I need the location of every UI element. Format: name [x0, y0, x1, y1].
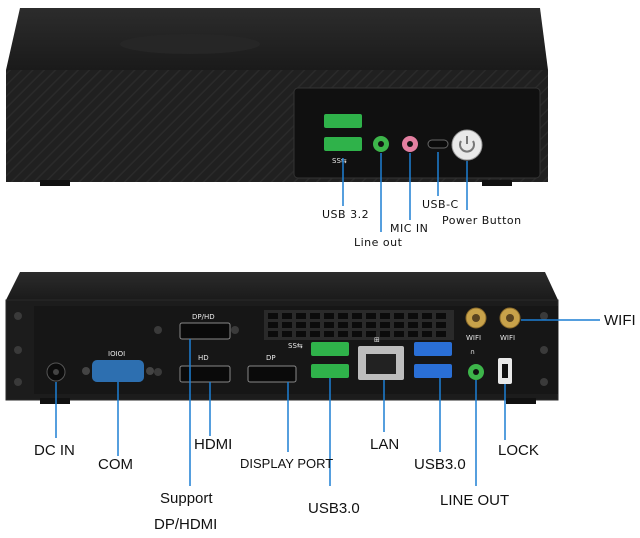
- label-line-out-rear: LINE OUT: [440, 492, 510, 509]
- label-usbc: USB-C: [422, 198, 459, 211]
- vent-slot: [268, 331, 278, 337]
- front-foot-left: [40, 180, 70, 186]
- label-support-line1: Support: [160, 490, 213, 507]
- vent-slot: [366, 313, 376, 319]
- vent-slot: [282, 331, 292, 337]
- label-display-port: DISPLAY PORT: [240, 456, 334, 471]
- vent-slot: [324, 331, 334, 337]
- label-mic-in: MIC IN: [390, 222, 429, 235]
- vent-grid: [264, 310, 454, 340]
- vent-slot: [282, 313, 292, 319]
- vent-slot: [394, 313, 404, 319]
- front-port-panel: [293, 87, 541, 179]
- vent-slot: [408, 322, 418, 328]
- rear-usb-blue-2: [414, 364, 452, 378]
- vent-slot: [296, 322, 306, 328]
- vent-slot: [324, 313, 334, 319]
- vent-slot: [436, 322, 446, 328]
- ss-logo: SS⇆: [332, 157, 347, 165]
- vent-slot: [408, 313, 418, 319]
- wifi-text-2: WIFI: [500, 334, 515, 342]
- vent-slot: [282, 322, 292, 328]
- rear-usb-green-2: [311, 364, 349, 378]
- label-hdmi: HDMI: [194, 436, 233, 453]
- front-usb32-port-2: [324, 137, 362, 151]
- vent-slot: [296, 313, 306, 319]
- screws: [14, 312, 548, 386]
- hdmi-port: [179, 365, 231, 383]
- vent-slot: [338, 313, 348, 319]
- front-leader-lines: [342, 152, 468, 232]
- front-usb32-port-1: [324, 114, 362, 128]
- vent-slot: [352, 331, 362, 337]
- label-power-button: Power Button: [442, 214, 522, 227]
- vent-slot: [422, 313, 432, 319]
- headphone-icon: ∩: [470, 348, 475, 356]
- vent-slot: [268, 322, 278, 328]
- vent-slot: [422, 331, 432, 337]
- front-unit: SS⇆: [6, 8, 548, 232]
- vent-slot: [422, 322, 432, 328]
- vent-slot: [366, 322, 376, 328]
- com-port-glyph: IOIOI: [108, 350, 125, 358]
- com-port: [92, 360, 144, 382]
- dp-hd-text: DP/HD: [192, 313, 215, 321]
- rear-leader-lines: [55, 319, 600, 486]
- front-top-surface: [6, 8, 548, 70]
- label-com: COM: [98, 456, 133, 473]
- label-usb30-left: USB3.0: [308, 500, 360, 517]
- dp-text: DP: [266, 354, 276, 362]
- rear-usb-green-1: [311, 342, 349, 356]
- vent-slot: [436, 313, 446, 319]
- rear-top-surface: [6, 272, 558, 300]
- vent-slot: [366, 331, 376, 337]
- vent-slot: [324, 322, 334, 328]
- vent-slot: [338, 331, 348, 337]
- rear-foot-left: [40, 398, 70, 404]
- vent-slot: [380, 331, 390, 337]
- vent-slot: [296, 331, 306, 337]
- rear-foot-right: [506, 398, 536, 404]
- label-lan: LAN: [370, 436, 400, 453]
- vent-slot: [380, 322, 390, 328]
- vent-slot: [352, 322, 362, 328]
- label-wifi: WIFI: [604, 312, 636, 329]
- vent-slot: [380, 313, 390, 319]
- vent-slot: [408, 331, 418, 337]
- label-dc-in: DC IN: [34, 442, 75, 459]
- vent-slot: [394, 331, 404, 337]
- lan-icon: ⊞: [374, 336, 380, 344]
- hd-text: HD: [198, 354, 209, 362]
- svg-text:SS⇆: SS⇆: [288, 342, 303, 350]
- vent-slot: [394, 322, 404, 328]
- vent-slot: [436, 331, 446, 337]
- front-usbc-port: [427, 139, 449, 149]
- label-support-line2: DP/HDMI: [154, 516, 218, 533]
- vent-slot: [310, 322, 320, 328]
- label-usb30-right: USB3.0: [414, 456, 466, 473]
- label-lock: LOCK: [498, 442, 539, 459]
- vent-slot: [268, 313, 278, 319]
- vent-slot: [338, 322, 348, 328]
- logo-emboss: [120, 34, 260, 54]
- label-line-out-front: Line out: [354, 236, 403, 249]
- label-usb32: USB 3.2: [322, 208, 370, 221]
- vent-slot: [310, 313, 320, 319]
- wifi-text-1: WIFI: [466, 334, 481, 342]
- rear-usb-blue-1: [414, 342, 452, 356]
- vent-slot: [352, 313, 362, 319]
- rear-unit: IOIOI DP/HD HD DP SS⇆ ⊞ ∩ WIFI WIFI: [5, 272, 600, 486]
- front-foot-right: [482, 180, 512, 186]
- power-icon: [459, 140, 475, 153]
- displayport-port: [247, 365, 297, 383]
- dp-hdmi-port: [179, 322, 231, 340]
- vent-slot: [310, 331, 320, 337]
- power-button: [451, 129, 483, 161]
